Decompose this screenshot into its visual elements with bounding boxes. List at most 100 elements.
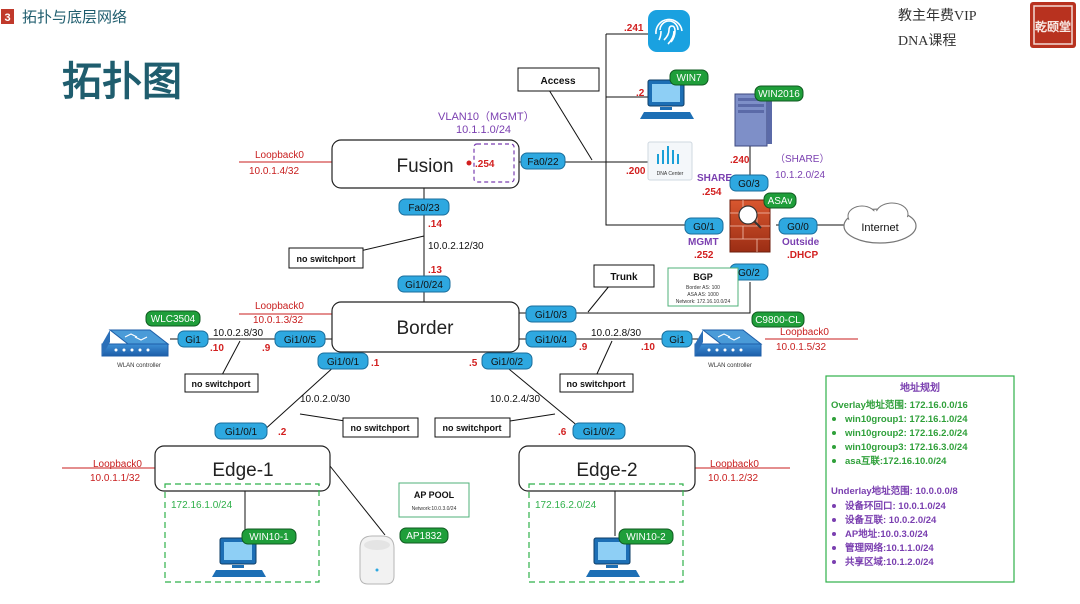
edge1-loopback-ip: 10.0.1.1/32 — [90, 473, 140, 484]
fingerprint-icon — [648, 10, 690, 52]
win2016-ip: .240 — [730, 155, 750, 166]
port-edge1-gi101[interactable]: Gi1/0/1 — [214, 422, 268, 440]
edge2-link-note: no switchport — [434, 413, 556, 438]
share-name: SHARE — [697, 173, 732, 184]
wlc-right-label-text: C9800-CL — [755, 315, 801, 326]
wlc-left-label-text: WLC3504 — [151, 314, 196, 325]
access-callout-text: Access — [540, 76, 575, 87]
edge1-link-net: 10.0.2.0/30 — [300, 394, 350, 405]
wlc-left-icon — [101, 329, 170, 357]
plan-underlay-item: 共享区域:10.1.2.0/24 — [845, 556, 934, 568]
wlc-left-net: 10.0.2.8/30 — [213, 328, 263, 339]
port-edge2-gi102[interactable]: Gi1/0/2 — [572, 422, 626, 440]
internet-cloud-icon: Internet — [843, 202, 917, 244]
win7-ip: .2 — [636, 88, 645, 99]
section-title: 拓扑与底层网络 — [22, 9, 127, 26]
ap1832-label-text: AP1832 — [406, 531, 442, 542]
share-ip: .254 — [702, 187, 722, 198]
border-gi105-ip: .9 — [262, 343, 271, 354]
border-switch[interactable]: Border — [331, 301, 520, 353]
fusion-border-note-text: no switchport — [297, 254, 356, 264]
fusion-name: Fusion — [396, 156, 453, 177]
edge1-switch[interactable]: Edge-1 — [154, 445, 331, 492]
port-gi104-label: Gi1/0/4 — [535, 335, 568, 346]
port-gi101[interactable]: Gi1/0/1 — [317, 352, 369, 370]
edge2-switch[interactable]: Edge-2 — [518, 445, 696, 492]
bgp-title: BGP — [693, 272, 713, 282]
win7-label-text: WIN7 — [677, 73, 702, 84]
edge2-link-net: 10.0.2.4/30 — [490, 394, 540, 405]
port-g03[interactable]: G0/3 — [729, 174, 769, 192]
edge2-loopback-ip: 10.0.1.2/32 — [708, 473, 758, 484]
port-g01[interactable]: G0/1 — [684, 217, 724, 235]
vlan10-label: VLAN10（MGMT） — [438, 110, 535, 123]
plan-overlay-item: win10group1: 172.16.1.0/24 — [844, 414, 968, 425]
port-gi103[interactable]: Gi1/0/3 — [525, 305, 577, 323]
edge1-name: Edge-1 — [212, 460, 273, 481]
port-gi102-label: Gi1/0/2 — [491, 357, 524, 368]
fusion-border-net: 10.0.2.12/30 — [428, 241, 484, 252]
fusion-loopback-ip: 10.0.1.4/32 — [249, 166, 299, 177]
win7-computer-icon — [640, 79, 694, 119]
wlc-right-net: 10.0.2.8/30 — [591, 328, 641, 339]
win10-2-computer-icon — [586, 537, 640, 577]
wlc-right-loopback-label: Loopback0 — [780, 327, 829, 338]
edge1-subnet: 172.16.1.0/24 — [171, 500, 233, 511]
edge2-name: Edge-2 — [576, 460, 637, 481]
wlc-left-ip: .10 — [210, 343, 224, 354]
brand-line-2: DNA课程 — [898, 33, 956, 49]
vlan10-net: 10.1.1.0/24 — [456, 124, 511, 136]
port-g00[interactable]: G0/0 — [778, 217, 818, 235]
fusion-down-ip: .14 — [428, 219, 442, 230]
plan-title: 地址规划 — [900, 381, 940, 394]
bgp-line2: ASA AS: 1000 — [687, 292, 719, 298]
wlc-right-note-text: no switchport — [567, 379, 626, 389]
edge1-ip: .2 — [278, 427, 287, 438]
wlc-right-label: C9800-CL — [751, 311, 805, 328]
plan-underlay-head: Underlay地址范围: 10.0.0.0/8 — [831, 485, 958, 497]
vlan10-box — [473, 143, 515, 183]
border-loopback-label: Loopback0 — [255, 301, 304, 312]
port-fa022[interactable]: Fa0/22 — [520, 152, 566, 170]
win2016-server-icon — [734, 93, 772, 147]
dna-center-icon: DNA Center — [647, 141, 693, 181]
edge2-link-note-text: no switchport — [443, 423, 502, 433]
wlc-right-port[interactable]: Gi1 — [661, 330, 693, 348]
port-gi104[interactable]: Gi1/0/4 — [525, 330, 577, 348]
asav-label-text: ASAv — [768, 196, 793, 207]
border-gi104-ip: .9 — [579, 342, 588, 353]
mgmt-ip: .252 — [694, 250, 714, 261]
bgp-line1: Border AS: 100 — [686, 285, 720, 291]
outside-name: Outside — [782, 237, 820, 248]
plan-overlay-item: asa互联:172.16.10.0/24 — [845, 455, 947, 467]
seal-logo: 乾颐堂 — [1030, 2, 1076, 48]
port-gi102[interactable]: Gi1/0/2 — [481, 352, 533, 370]
port-fa023[interactable]: Fa0/23 — [398, 198, 450, 216]
plan-underlay-item: 管理网络:10.1.1.0/24 — [845, 542, 934, 554]
plan-underlay-item: 设备互联: 10.0.2.0/24 — [845, 514, 937, 526]
vlan10-dot — [466, 160, 472, 166]
plan-underlay-item: 设备环回口: 10.0.1.0/24 — [845, 500, 947, 512]
wlc-right-caption: WLAN controller — [708, 363, 752, 369]
wlc-right-ip: .10 — [641, 342, 655, 353]
border-up-ip: .13 — [428, 265, 442, 276]
port-fa023-label: Fa0/23 — [408, 203, 440, 214]
port-g00-label: G0/0 — [787, 222, 809, 233]
edge2-loopback-label: Loopback0 — [710, 459, 759, 470]
port-fa022-label: Fa0/22 — [527, 157, 559, 168]
wlc-right-port-label: Gi1 — [669, 335, 685, 346]
internet-text: Internet — [861, 222, 898, 234]
asav-firewall[interactable] — [729, 199, 771, 253]
port-gi1024[interactable]: Gi1/0/24 — [397, 275, 451, 293]
mgmt-name: MGMT — [688, 237, 719, 248]
plan-underlay-list: 设备环回口: 10.0.1.0/24 设备互联: 10.0.2.0/24 AP地… — [832, 500, 947, 568]
section-number: 3 — [4, 12, 10, 24]
win10-1-label: WIN10-1 — [241, 528, 297, 545]
edge2-subnet-box — [528, 483, 684, 583]
port-gi103-label: Gi1/0/3 — [535, 310, 568, 321]
fusion-switch[interactable]: Fusion .254 — [331, 139, 520, 189]
brand-line-1: 教主年费VIP — [898, 8, 977, 24]
plan-overlay-item: win10group3: 172.16.3.0/24 — [844, 442, 968, 453]
wlc-left-port[interactable]: Gi1 — [177, 330, 209, 348]
port-gi105[interactable]: Gi1/0/5 — [274, 330, 326, 348]
